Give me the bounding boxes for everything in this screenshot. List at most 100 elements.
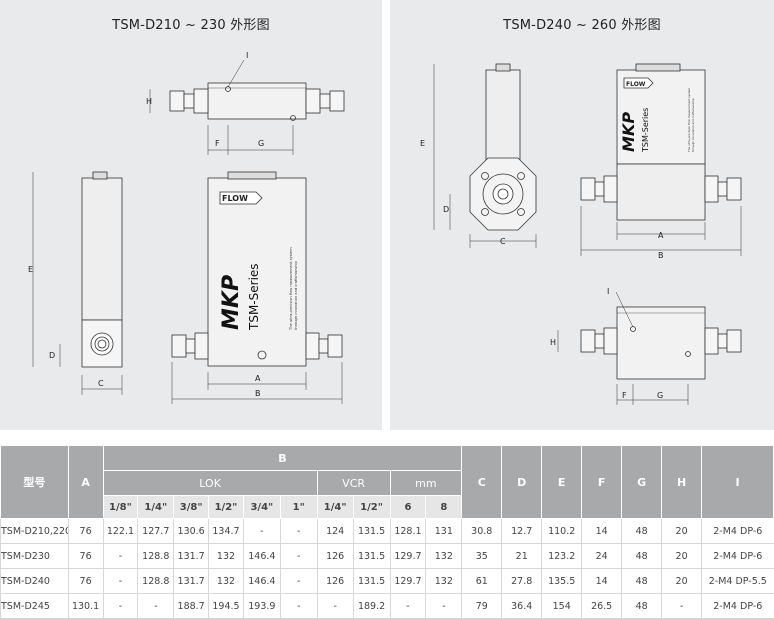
table-cell: 48 bbox=[621, 543, 662, 569]
table-cell: 2-M4 DP-6 bbox=[701, 518, 774, 544]
table-cell: 76 bbox=[67, 543, 103, 569]
dim-e-label: E bbox=[420, 139, 425, 148]
drawing-panel-right: TSM-D240 ~ 260 外形图 bbox=[390, 0, 774, 430]
table-cell: 2-M4 DP-6 bbox=[701, 543, 774, 569]
table-cell: 135.5 bbox=[541, 568, 582, 594]
header-c: C bbox=[461, 445, 503, 519]
table-cell: 61 bbox=[461, 568, 502, 594]
table-cell: 48 bbox=[621, 568, 662, 594]
drawing-tsm-d240-260: E D C A B I H F G FLOW MKP TSM-Series Th… bbox=[420, 63, 742, 405]
subheader-cell: 6 bbox=[389, 495, 427, 519]
header-g: G bbox=[621, 445, 663, 519]
header-vcr: VCR bbox=[316, 470, 391, 496]
table-cell: 20 bbox=[661, 568, 702, 594]
header-a: A bbox=[67, 445, 104, 519]
table-cell: 20 bbox=[661, 518, 702, 544]
table-cell: - bbox=[242, 518, 281, 544]
table-cell: 128.8 bbox=[137, 543, 174, 569]
table-cell: 2-M4 DP-5.5 bbox=[701, 568, 774, 594]
table-cell: 76 bbox=[67, 568, 103, 594]
fine-print-1: The ultra-precision flow measurement sys… bbox=[687, 87, 691, 153]
dim-f-label: F bbox=[622, 391, 627, 400]
table-cell: 123.2 bbox=[541, 543, 582, 569]
table-cell: - bbox=[137, 593, 174, 619]
table-cell: - bbox=[425, 593, 462, 619]
drawing-tsm-d210-230: H F G I E D C A B FLOW MKP TSM-Series Th… bbox=[28, 51, 345, 404]
table-cell: 128.1 bbox=[389, 518, 426, 544]
table-cell: 131.5 bbox=[352, 518, 390, 544]
table-cell: - bbox=[279, 518, 318, 544]
table-cell: - bbox=[389, 593, 426, 619]
spec-table: 型号 A B C D E F G H I LOK VCR mm 1/8" 1/4… bbox=[0, 445, 774, 619]
fine-print-2: through innovation and craftsmanship bbox=[294, 260, 298, 330]
header-i: I bbox=[701, 445, 774, 519]
series-label: TSM-Series bbox=[641, 108, 650, 153]
fine-print-2: through innovation and craftsmanship bbox=[691, 98, 695, 152]
table-cell: 30.8 bbox=[461, 518, 502, 544]
dim-i-label: I bbox=[607, 287, 609, 296]
table-cell: 21 bbox=[501, 543, 542, 569]
table-cell: 14 bbox=[581, 568, 622, 594]
table-cell: 26.5 bbox=[581, 593, 622, 619]
table-cell: 131.7 bbox=[173, 568, 209, 594]
dim-c-label: C bbox=[500, 237, 506, 246]
panel-title-right: TSM-D240 ~ 260 外形图 bbox=[503, 18, 661, 33]
table-cell: - bbox=[279, 568, 318, 594]
table-cell: 126 bbox=[316, 568, 354, 594]
table-cell: 14 bbox=[581, 518, 622, 544]
table-cell: 134.7 bbox=[208, 518, 244, 544]
header-f: F bbox=[581, 445, 623, 519]
dim-a-label: A bbox=[255, 374, 261, 383]
subheader-cell: 1/4" bbox=[137, 495, 175, 519]
table-cell: 131 bbox=[425, 518, 462, 544]
dim-d-label: D bbox=[49, 351, 55, 360]
table-cell: 189.2 bbox=[352, 593, 390, 619]
table-cell: 130.1 bbox=[67, 593, 103, 619]
table-cell: 48 bbox=[621, 518, 662, 544]
table-cell: 20 bbox=[661, 543, 702, 569]
table-cell: 194.5 bbox=[208, 593, 244, 619]
model-cell: TSM-D245 bbox=[0, 593, 69, 619]
header-h: H bbox=[661, 445, 703, 519]
dim-g-label: G bbox=[657, 391, 663, 400]
table-cell: 129.7 bbox=[389, 568, 426, 594]
drawing-panel-left: TSM-D210 ~ 230 外形图 bbox=[0, 0, 382, 430]
table-cell: 131.7 bbox=[173, 543, 209, 569]
subheader-cell: 1/2" bbox=[352, 495, 391, 519]
dim-b-label: B bbox=[255, 389, 261, 398]
table-cell: 79 bbox=[461, 593, 502, 619]
dim-e-label: E bbox=[28, 265, 33, 274]
table-cell: - bbox=[279, 593, 318, 619]
table-cell: 132 bbox=[425, 568, 462, 594]
table-cell: 2-M4 DP-6 bbox=[701, 593, 774, 619]
brand-logo: MKP bbox=[219, 275, 244, 330]
table-cell: 193.9 bbox=[242, 593, 281, 619]
table-cell: 27.8 bbox=[501, 568, 542, 594]
table-cell: 48 bbox=[621, 593, 662, 619]
table-cell: 131.5 bbox=[352, 543, 390, 569]
model-cell: TSM-D230 bbox=[0, 543, 69, 569]
table-cell: 127.7 bbox=[137, 518, 174, 544]
subheader-cell: 1/2" bbox=[208, 495, 244, 519]
table-cell: - bbox=[102, 568, 138, 594]
subheader-cell: 3/4" bbox=[242, 495, 281, 519]
header-e: E bbox=[541, 445, 583, 519]
brand-logo: MKP bbox=[619, 112, 638, 152]
flow-label: FLOW bbox=[626, 81, 646, 88]
table-cell: 126 bbox=[316, 543, 354, 569]
flow-label: FLOW bbox=[222, 194, 248, 203]
table-cell: 124 bbox=[316, 518, 354, 544]
subheader-cell: 1/4" bbox=[316, 495, 354, 519]
table-cell: - bbox=[102, 593, 138, 619]
table-cell: 132 bbox=[425, 543, 462, 569]
table-cell: 132 bbox=[208, 543, 244, 569]
header-d: D bbox=[501, 445, 543, 519]
table-cell: 110.2 bbox=[541, 518, 582, 544]
model-cell: TSM-D240 bbox=[0, 568, 69, 594]
header-model: 型号 bbox=[0, 445, 69, 519]
fine-print-1: The ultra-precision flow measurement sys… bbox=[289, 247, 293, 331]
